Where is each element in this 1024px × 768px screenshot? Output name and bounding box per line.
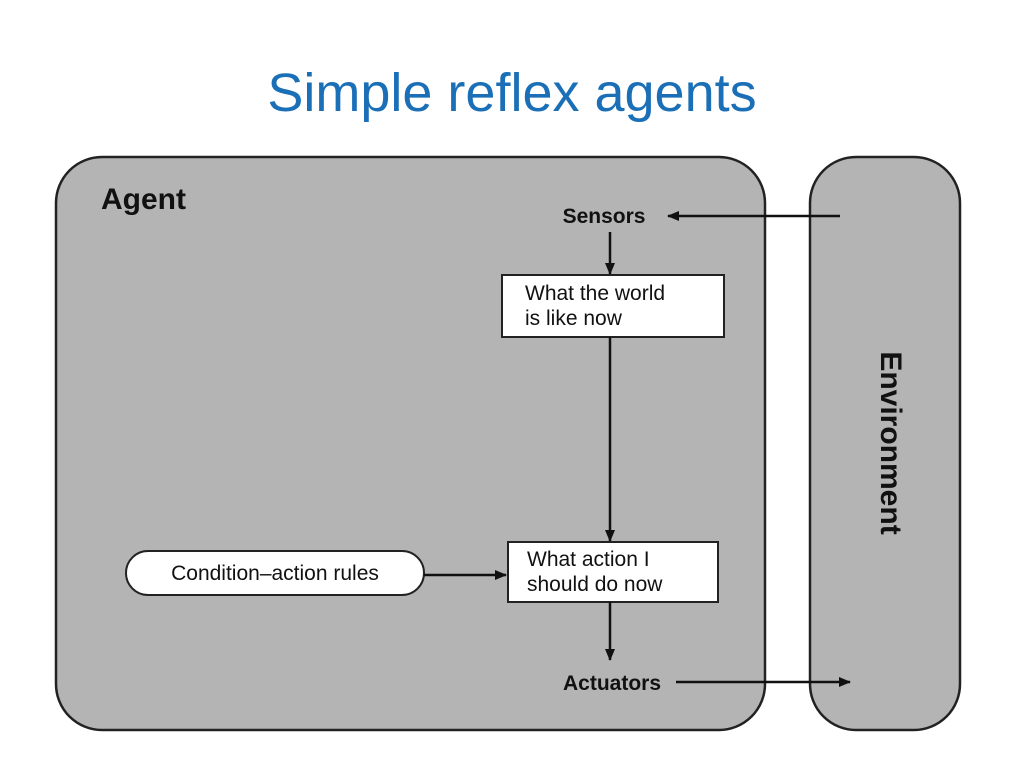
sensors-label: Sensors xyxy=(563,205,646,228)
world-state-line-2: is like now xyxy=(525,307,623,330)
action-box xyxy=(507,541,719,603)
environment-panel xyxy=(808,155,962,732)
actuators-label: Actuators xyxy=(563,672,661,695)
world-state-box xyxy=(501,274,725,338)
agent-panel xyxy=(54,155,767,732)
action-line-2: should do now xyxy=(527,573,663,596)
slide-title: Simple reflex agents xyxy=(267,63,757,123)
condition-action-rules-pill xyxy=(125,550,425,596)
condition-action-rules-label: Condition–action rules xyxy=(171,562,379,585)
agent-label: Agent xyxy=(101,183,186,216)
world-state-line-1: What the world xyxy=(525,282,665,305)
action-line-1: What action I xyxy=(527,548,650,571)
environment-label: Environment xyxy=(874,351,907,534)
